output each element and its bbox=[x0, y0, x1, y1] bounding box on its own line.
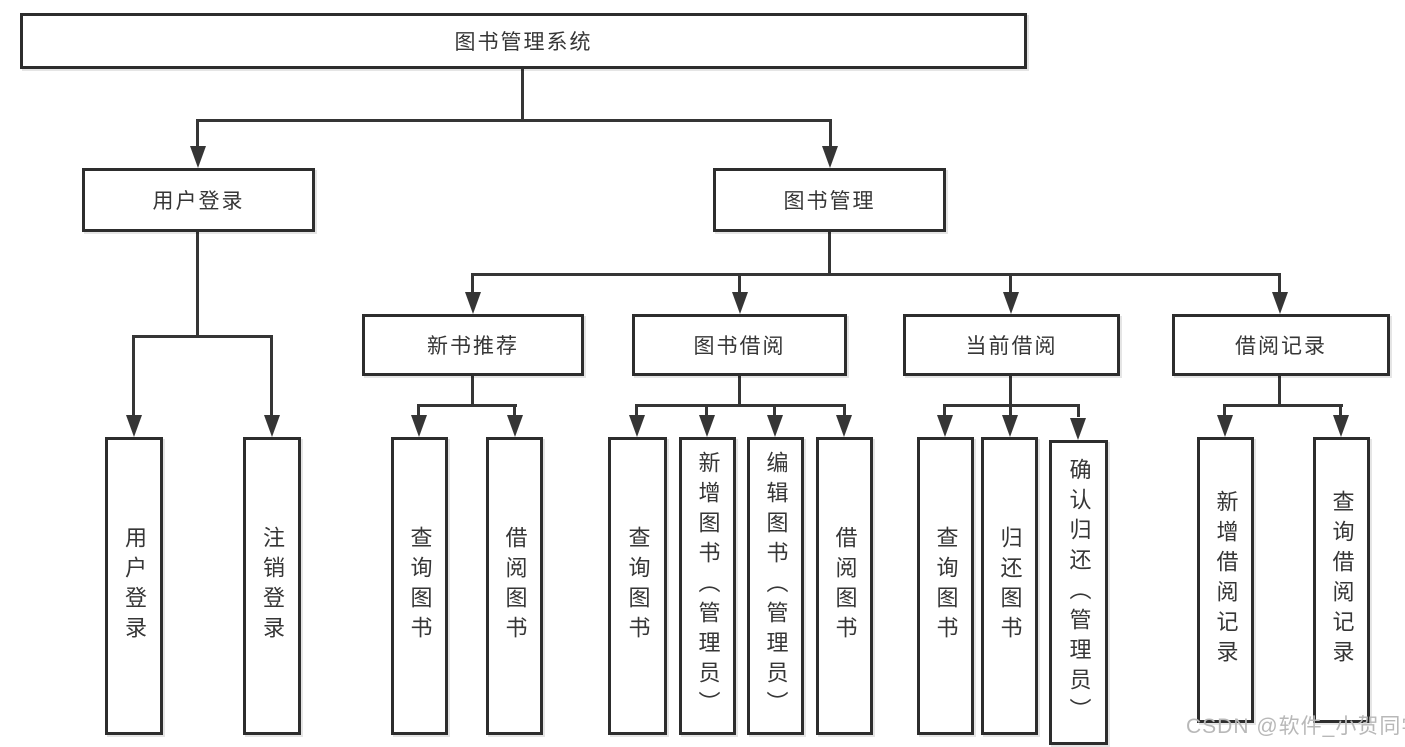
leaf-logout: 注销登录 bbox=[243, 437, 301, 735]
arrow-down-icon bbox=[629, 415, 645, 437]
connector-line bbox=[843, 404, 846, 417]
connector-line bbox=[1339, 404, 1342, 417]
leaf-add-borrow-record: 新增借阅记录 bbox=[1197, 437, 1254, 723]
arrow-down-icon bbox=[1002, 415, 1018, 437]
connector-line bbox=[521, 69, 524, 122]
arrow-down-icon bbox=[822, 146, 838, 168]
leaf-user-login: 用户登录 bbox=[105, 437, 163, 735]
leaf-borrow-books: 借阅图书 bbox=[816, 437, 873, 735]
arrow-down-icon bbox=[1070, 418, 1086, 440]
leaf-add-book-admin: 新增图书（管理员） bbox=[679, 437, 736, 735]
node-current-borrow: 当前借阅 bbox=[903, 314, 1120, 376]
connector-line bbox=[943, 404, 946, 417]
connector-line bbox=[635, 404, 638, 417]
connector-line bbox=[635, 404, 846, 407]
leaf-query-books-borrow: 查询图书 bbox=[608, 437, 667, 735]
arrow-down-icon bbox=[1217, 415, 1233, 437]
leaf-confirm-return-admin: 确认归还（管理员） bbox=[1049, 440, 1108, 745]
leaf-query-books-recommend: 查询图书 bbox=[391, 437, 448, 735]
connector-line bbox=[513, 404, 516, 417]
connector-line bbox=[705, 404, 708, 417]
arrow-down-icon bbox=[465, 292, 481, 314]
arrow-down-icon bbox=[699, 415, 715, 437]
node-library-system: 图书管理系统 bbox=[20, 13, 1027, 69]
connector-line bbox=[1223, 404, 1343, 407]
leaf-query-books-current: 查询图书 bbox=[917, 437, 974, 735]
arrow-down-icon bbox=[411, 415, 427, 437]
connector-line bbox=[738, 273, 741, 294]
arrow-down-icon bbox=[836, 415, 852, 437]
leaf-edit-book-admin: 编辑图书（管理员） bbox=[747, 437, 804, 735]
connector-line bbox=[132, 335, 135, 417]
arrow-down-icon bbox=[1272, 292, 1288, 314]
connector-line bbox=[196, 119, 199, 148]
node-new-book-recommend: 新书推荐 bbox=[362, 314, 584, 376]
node-book-management: 图书管理 bbox=[713, 168, 946, 232]
connector-line bbox=[471, 376, 474, 407]
leaf-borrow-books-recommend: 借阅图书 bbox=[486, 437, 543, 735]
connector-line bbox=[1009, 376, 1012, 407]
arrow-down-icon bbox=[937, 415, 953, 437]
connector-line bbox=[471, 273, 474, 294]
arrow-down-icon bbox=[732, 292, 748, 314]
arrow-down-icon bbox=[507, 415, 523, 437]
connector-line bbox=[471, 273, 1281, 276]
arrow-down-icon bbox=[767, 415, 783, 437]
connector-line bbox=[773, 404, 776, 417]
arrow-down-icon bbox=[1003, 292, 1019, 314]
arrow-down-icon bbox=[190, 146, 206, 168]
node-borrow-record: 借阅记录 bbox=[1172, 314, 1390, 376]
node-book-borrow: 图书借阅 bbox=[632, 314, 847, 376]
connector-line bbox=[1009, 404, 1012, 417]
watermark: CSDN @软件_小贺同学 bbox=[1186, 715, 1405, 738]
connector-line bbox=[132, 335, 273, 338]
connector-line bbox=[1223, 404, 1226, 417]
arrow-down-icon bbox=[264, 415, 280, 437]
connector-line bbox=[1278, 273, 1281, 294]
connector-line bbox=[197, 119, 832, 122]
node-user-login: 用户登录 bbox=[82, 168, 315, 232]
leaf-return-books: 归还图书 bbox=[981, 437, 1038, 735]
connector-line bbox=[196, 232, 199, 338]
connector-line bbox=[1077, 404, 1080, 417]
leaf-query-borrow-record: 查询借阅记录 bbox=[1313, 437, 1370, 723]
connector-line bbox=[417, 404, 517, 407]
arrow-down-icon bbox=[1333, 415, 1349, 437]
connector-line bbox=[270, 335, 273, 417]
connector-line bbox=[1009, 273, 1012, 294]
connector-line bbox=[738, 376, 741, 407]
connector-line bbox=[1278, 376, 1281, 407]
connector-line bbox=[417, 404, 420, 417]
connector-line bbox=[829, 119, 832, 148]
connector-line bbox=[828, 232, 831, 276]
arrow-down-icon bbox=[126, 415, 142, 437]
